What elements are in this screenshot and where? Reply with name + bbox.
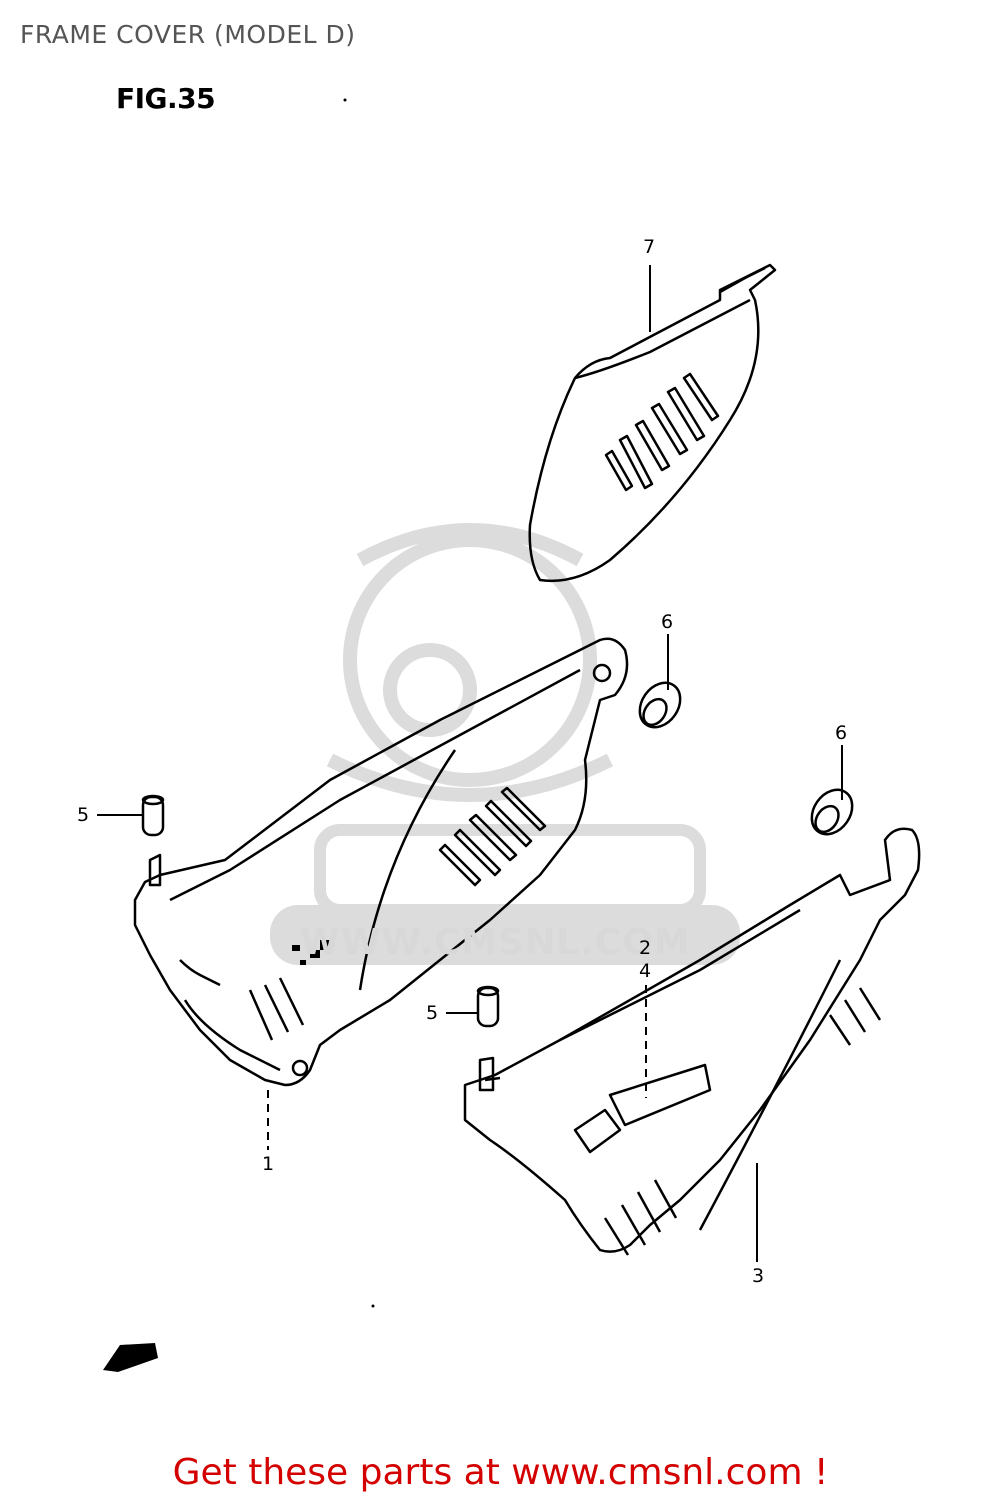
- callout-part-6-right: 6: [835, 722, 848, 744]
- watermark-site-text: WWW.CMSNL.COM: [300, 922, 691, 963]
- callout-part-5-left: 5: [77, 804, 90, 826]
- part-1-emblem-marks: [292, 940, 332, 965]
- part-6-grommet-upper: [638, 681, 682, 729]
- leader-lines: [97, 265, 843, 1262]
- part-3-emblem-sp250: [573, 1063, 712, 1154]
- callout-part-3: 3: [752, 1265, 765, 1287]
- part-1-left-frame-cover: [133, 637, 629, 1087]
- part-7-vent-slots: [604, 372, 720, 492]
- callout-part-7: 7: [643, 236, 656, 258]
- callout-part-2: 2: [639, 937, 652, 959]
- part-6-grommet-right: [810, 788, 854, 836]
- part-5-collar-center: [476, 985, 500, 1028]
- callout-part-4: 4: [639, 960, 652, 982]
- page-title: FRAME COVER (MODEL D): [20, 20, 356, 49]
- part-3-upper-marks: [828, 987, 882, 1046]
- part-1-lower-marks: [248, 977, 305, 1041]
- callout-part-1: 1: [262, 1153, 275, 1175]
- callout-part-5-center: 5: [426, 1002, 439, 1024]
- part-1-vent-slots: [438, 786, 547, 887]
- callout-part-6-upper: 6: [661, 611, 674, 633]
- specks: [343, 98, 375, 1308]
- watermark-logo: [326, 523, 614, 802]
- fwd-arrow-icon: [103, 1343, 158, 1372]
- get-parts-link[interactable]: Get these parts at www.cmsnl.com !: [172, 1452, 829, 1493]
- part-3-right-frame-cover: [463, 827, 921, 1256]
- part-7-side-cover: [528, 263, 777, 582]
- part-5-collar-left: [141, 794, 165, 837]
- part-3-lower-marks: [603, 1179, 678, 1256]
- figure-label: FIG.35: [116, 82, 216, 115]
